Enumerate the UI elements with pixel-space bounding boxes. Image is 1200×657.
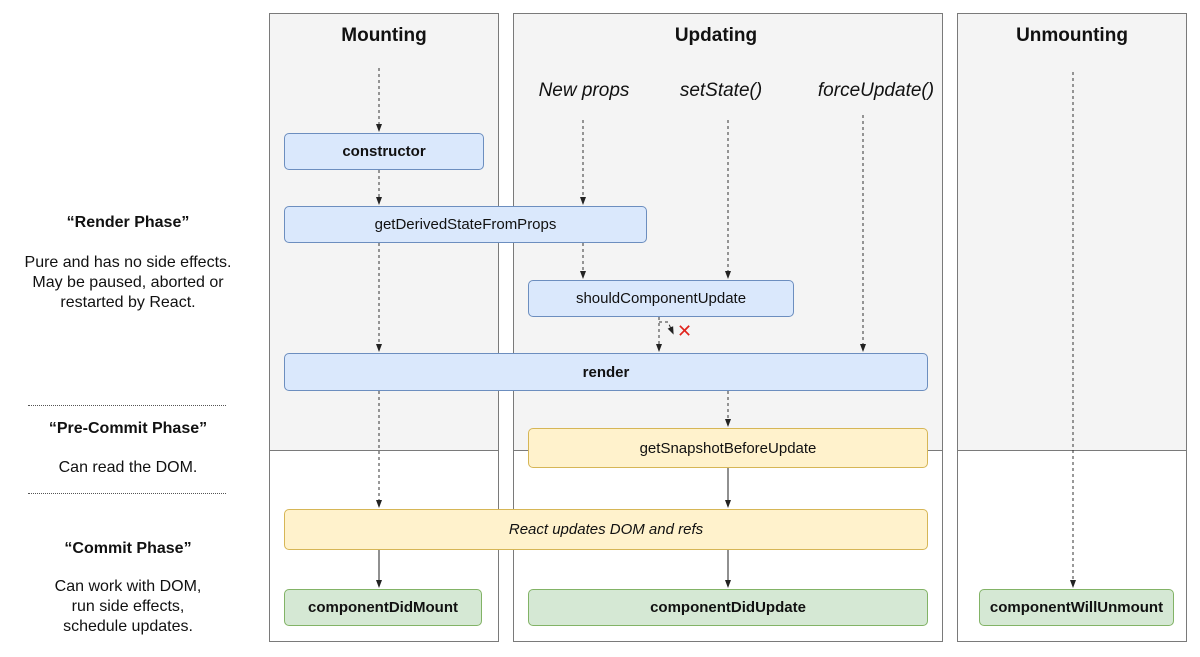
get-snapshot-before-update-box: getSnapshotBeforeUpdate xyxy=(528,428,928,468)
unmounting-column-render-area xyxy=(957,13,1187,450)
commit-phase-desc-line: schedule updates. xyxy=(63,618,193,635)
render-phase-desc-line: Pure and has no side effects. xyxy=(24,254,232,271)
trigger-force-update: forceUpdate() xyxy=(817,80,935,101)
component-did-mount-box: componentDidMount xyxy=(284,589,482,626)
react-updates-dom-box: React updates DOM and refs xyxy=(284,509,928,550)
get-derived-state-from-props-box: getDerivedStateFromProps xyxy=(284,206,647,243)
commit-phase-desc-line: run side effects, xyxy=(71,598,185,615)
should-component-update-box: shouldComponentUpdate xyxy=(528,280,794,317)
trigger-new-props: New props xyxy=(538,80,630,101)
phase-separator xyxy=(28,493,226,494)
unmounting-title: Unmounting xyxy=(1016,25,1128,46)
commit-phase-desc-line: Can work with DOM, xyxy=(54,578,202,595)
trigger-set-state: setState() xyxy=(679,80,763,101)
render-phase-desc-line: May be paused, aborted or xyxy=(32,274,224,291)
render-phase-description: Pure and has no side effects. May be pau… xyxy=(0,253,256,313)
pre-commit-phase-desc-line: Can read the DOM. xyxy=(58,459,198,476)
updating-title: Updating xyxy=(674,25,758,46)
pre-commit-phase-title: “Pre-Commit Phase” xyxy=(48,420,208,437)
component-did-update-box: componentDidUpdate xyxy=(528,589,928,626)
skip-marker-icon: ✕ xyxy=(677,321,693,341)
render-phase-title: “Render Phase” xyxy=(66,214,190,231)
phase-separator xyxy=(28,405,226,406)
mounting-title: Mounting xyxy=(341,25,427,46)
pre-commit-phase-description: Can read the DOM. xyxy=(0,458,256,478)
commit-phase-title: “Commit Phase” xyxy=(64,540,192,557)
arrow-scu-skip xyxy=(659,321,674,335)
render-box: render xyxy=(284,353,928,391)
constructor-box: constructor xyxy=(284,133,484,170)
component-will-unmount-box: componentWillUnmount xyxy=(979,589,1174,626)
render-phase-desc-line: restarted by React. xyxy=(60,294,196,311)
commit-phase-description: Can work with DOM, run side effects, sch… xyxy=(0,577,256,637)
